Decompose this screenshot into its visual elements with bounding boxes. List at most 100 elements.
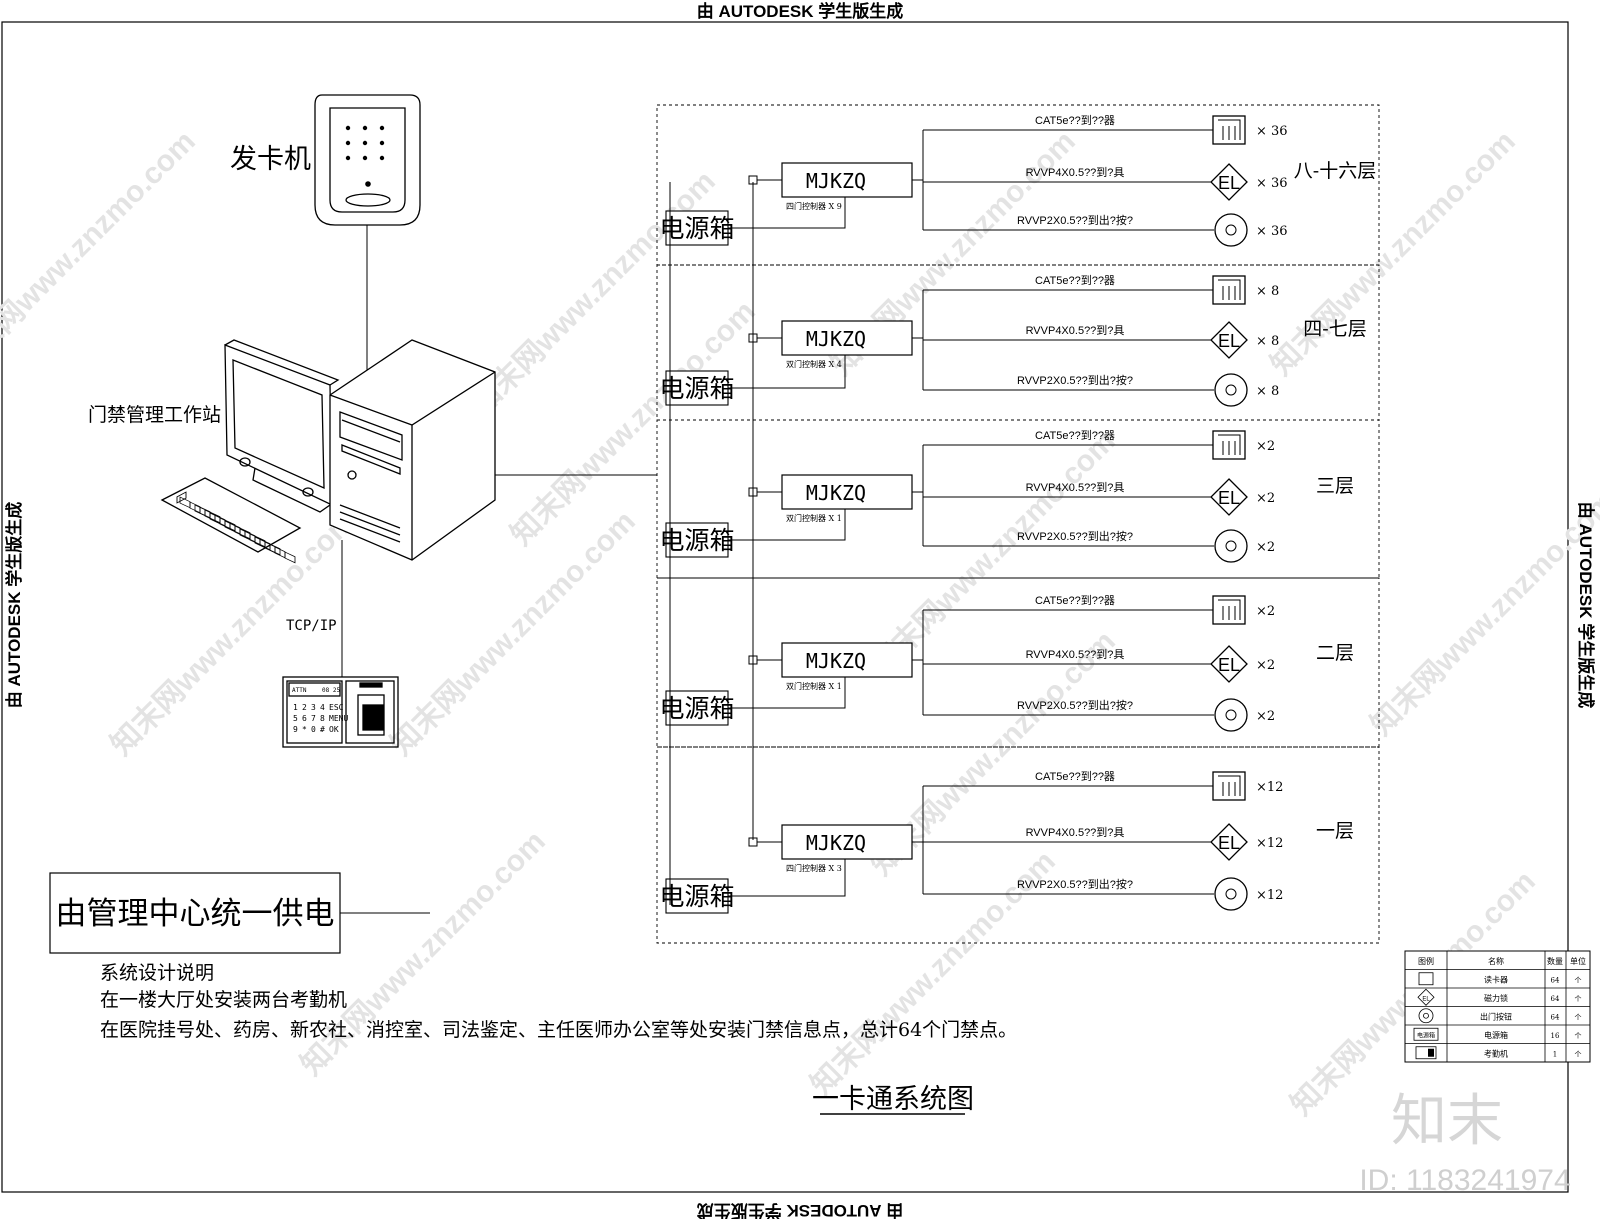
attendance-key: 3 — [311, 703, 316, 712]
watermark-layer: 知末网www.znzmo.com知末网www.znzmo.com知末网www.z… — [0, 125, 1600, 1122]
device-qty: ×12 — [1256, 836, 1283, 851]
legend-name: 读卡器 — [1484, 975, 1508, 985]
power-box-frame — [665, 690, 729, 726]
attendance-key: MENU — [329, 714, 348, 723]
exit-button-icon — [1214, 877, 1248, 911]
legend-psu-icon: 电源箱 — [1413, 1027, 1439, 1041]
device-qty: ×2 — [1256, 658, 1275, 673]
power-box-label: 电源箱 — [659, 694, 734, 723]
controller-label: MJKZQ — [806, 327, 866, 351]
tcpip-label: TCP/IP — [286, 618, 337, 634]
device-qty: ×12 — [1256, 888, 1283, 903]
cable-label: RVVP2X0.5??到出?按? — [1017, 373, 1133, 387]
exit-button-icon — [1214, 698, 1248, 732]
cable-label: RVVP2X0.5??到出?按? — [1017, 698, 1133, 712]
attendance-key: 4 — [320, 703, 325, 712]
exit-button-icon — [1214, 373, 1248, 407]
legend-qty: 16 — [1551, 1032, 1560, 1040]
attendance-key: 7 — [311, 714, 316, 723]
attendance-key: 6 — [302, 714, 307, 723]
svg-text:EL: EL — [1218, 331, 1240, 351]
controller-label: MJKZQ — [806, 831, 866, 855]
cable-label: RVVP4X0.5??到?具 — [1026, 166, 1125, 179]
power-note: 由管理中心统一供电 — [56, 896, 335, 932]
notes-line2: 在医院挂号处、药房、新农社、消控室、司法鉴定、主任医师办公室等处安装门禁信息点，… — [100, 1019, 1017, 1041]
cable-label: RVVP4X0.5??到?具 — [1026, 826, 1125, 839]
cable-label: RVVP2X0.5??到出?按? — [1017, 213, 1133, 227]
device-qty: ×2 — [1256, 709, 1275, 724]
legend-exit-icon — [1418, 1008, 1434, 1024]
workstation-icon — [160, 339, 496, 564]
device-qty: ×2 — [1256, 439, 1275, 454]
autodesk-watermark-bottom: 由 AUTODESK 学生版生成 — [697, 1201, 904, 1219]
power-box-frame — [665, 878, 729, 914]
device-qty: ×2 — [1256, 604, 1275, 619]
floor-name: 四-七层 — [1303, 318, 1366, 340]
magnetic-lock-icon: EL — [1210, 823, 1248, 861]
notes-line1: 在一楼大厅处安装两台考勤机 — [100, 989, 347, 1011]
legend-attendance-icon — [1415, 1046, 1437, 1060]
floor-boundary — [656, 746, 1380, 944]
legend-unit: 个 — [1575, 977, 1582, 985]
device-qty: × 8 — [1256, 334, 1279, 349]
device-qty: × 8 — [1256, 384, 1279, 399]
cable-label: CAT5e??到??器 — [1035, 114, 1115, 127]
attendance-key: 9 — [293, 725, 298, 734]
workstation-label: 门禁管理工作站 — [88, 404, 221, 426]
svg-text:EL: EL — [1218, 833, 1240, 853]
attendance-key: 5 — [293, 714, 298, 723]
controller-label: MJKZQ — [806, 649, 866, 673]
magnetic-lock-icon: EL — [1210, 478, 1248, 516]
card-reader-icon — [1212, 275, 1246, 305]
power-box-label: 电源箱 — [659, 526, 734, 555]
device-qty: × 36 — [1256, 224, 1288, 239]
svg-text:电源箱: 电源箱 — [1417, 1031, 1435, 1039]
controller-label: MJKZQ — [806, 481, 866, 505]
legend-header: 单位 — [1570, 956, 1586, 966]
attendance-small-text-1: ATTN — [292, 687, 307, 694]
device-qty: × 36 — [1256, 176, 1288, 191]
controller-box — [781, 320, 913, 356]
floor-name: 二层 — [1316, 642, 1354, 664]
controller-note: 四门控制器 X 9 — [786, 201, 842, 211]
magnetic-lock-icon: EL — [1210, 321, 1248, 359]
legend-qty: 64 — [1551, 1014, 1560, 1022]
notes-title: 系统设计说明 — [100, 962, 214, 984]
power-box-frame — [665, 210, 729, 246]
autodesk-watermark-left: 由 AUTODESK 学生版生成 — [4, 502, 24, 709]
diagram-title: 一卡通系统图 — [812, 1084, 974, 1115]
watermark-text-0: 知末网www.znzmo.com — [0, 125, 202, 382]
autodesk-watermark-top: 由 AUTODESK 学生版生成 — [697, 1, 904, 21]
svg-text:EL: EL — [1218, 655, 1240, 675]
znzmo-logo: 知末 — [1391, 1089, 1503, 1152]
watermark-text-10: 知末网www.znzmo.com — [1365, 485, 1600, 742]
floor-blocks: 电源箱 MJKZQ 四门控制器 X 9 CAT5e??到??器 × 36 RVVP4X0.… — [656, 104, 1380, 944]
controller-box — [781, 474, 913, 510]
magnetic-lock-icon: EL — [1210, 645, 1248, 683]
device-qty: × 8 — [1256, 284, 1279, 299]
attendance-key: OK — [329, 725, 339, 734]
svg-text:EL: EL — [1422, 996, 1430, 1002]
exit-button-icon — [1214, 213, 1248, 247]
legend-qty: 64 — [1551, 995, 1560, 1003]
attendance-key: 8 — [320, 714, 325, 723]
attendance-key: 1 — [293, 703, 298, 712]
card-reader-icon — [1212, 115, 1246, 145]
drawing-frame — [1, 21, 1569, 1193]
card-reader-icon — [1212, 771, 1246, 801]
cable-label: RVVP4X0.5??到?具 — [1026, 324, 1125, 337]
controller-box — [781, 162, 913, 198]
legend-qty: 64 — [1551, 977, 1560, 985]
autodesk-watermark-right: 由 AUTODESK 学生版生成 — [1576, 502, 1596, 709]
floor-boundary — [656, 419, 1380, 579]
cable-label: RVVP4X0.5??到?具 — [1026, 648, 1125, 661]
exit-button-icon — [1214, 529, 1248, 563]
card-reader-icon — [1212, 595, 1246, 625]
attendance-key: * — [302, 725, 307, 734]
legend-header: 名称 — [1488, 956, 1504, 966]
cable-label: CAT5e??到??器 — [1035, 274, 1115, 287]
